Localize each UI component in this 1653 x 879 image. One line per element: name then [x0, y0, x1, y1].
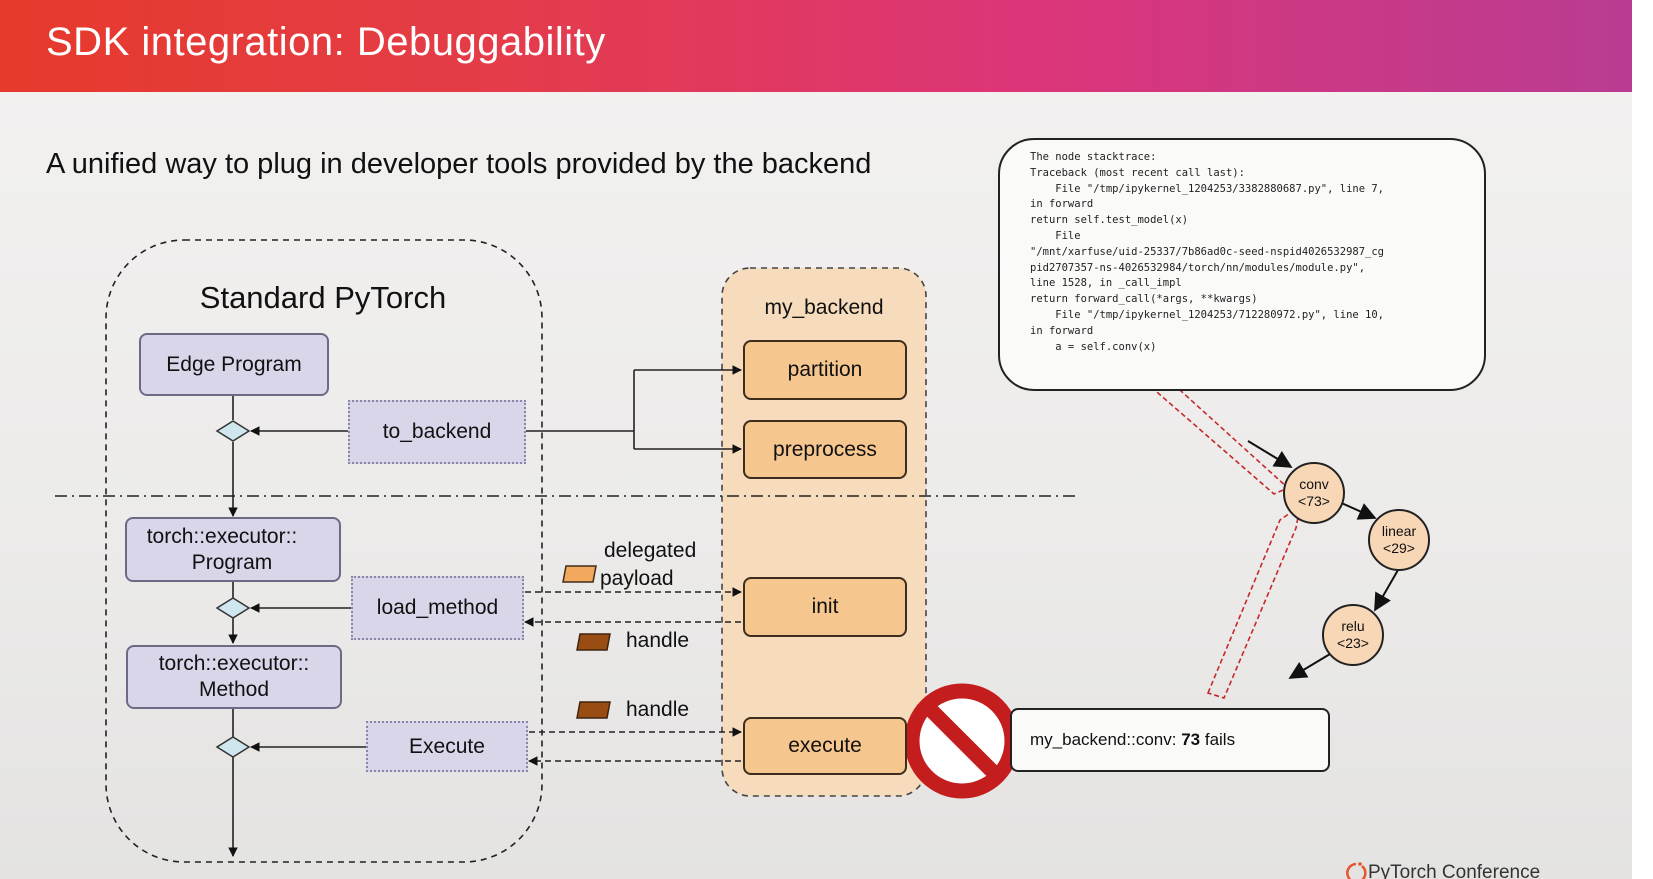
handle-icon [576, 633, 611, 651]
init-label: init [811, 595, 839, 618]
graph-node-linear: linear <29> [1368, 509, 1430, 571]
standard-pytorch-title: Standard PyTorch [199, 280, 447, 315]
graph-node-conv: conv <73> [1283, 462, 1345, 524]
stacktrace-line: return self.test_model(x) [1030, 214, 1189, 227]
stacktrace-line: a = self.conv(x) [1030, 340, 1157, 353]
to-backend-box: to_backend [348, 400, 526, 464]
payload-icon [562, 565, 597, 583]
executor-method-line1: torch::executor:: [158, 652, 310, 675]
edge-program-label: Edge Program [166, 352, 302, 376]
load-method-label: load_method [376, 596, 499, 619]
failure-prefix: my_backend::conv: [1030, 730, 1182, 749]
executor-program-box: torch::executor:: Program [125, 517, 341, 582]
stacktrace-line: Traceback (most recent call last): [1030, 166, 1245, 179]
to-backend-label: to_backend [382, 420, 492, 443]
payload-line2: payload [600, 567, 674, 590]
stacktrace-line: "/mnt/xarfuse/uid-25337/7b86ad0c-seed-ns… [1030, 245, 1385, 258]
slide-subtitle: A unified way to plug in developer tools… [46, 148, 872, 180]
execute-call-label: Execute [409, 734, 485, 758]
failure-message-box: my_backend::conv: 73 fails [1010, 708, 1330, 772]
preprocess-box: preprocess [743, 420, 907, 479]
executor-method-line2: Method [198, 678, 270, 701]
stop-icon [904, 683, 1020, 799]
preprocess-label: preprocess [773, 437, 877, 461]
my-backend-container [721, 267, 927, 797]
executor-method-box: torch::executor:: Method [126, 645, 342, 709]
executor-program-line2: Program [191, 550, 273, 574]
execute-label: execute [788, 734, 862, 757]
stacktrace-line: return forward_call(*args, **kwargs) [1030, 293, 1258, 306]
load-method-box: load_method [351, 576, 524, 640]
failure-suffix: fails [1200, 730, 1236, 749]
edge-conv-linear [1336, 500, 1377, 520]
trace-link-lower [1206, 504, 1302, 699]
node-id: <29> [1383, 540, 1415, 556]
node-name: relu [1341, 618, 1365, 634]
stacktrace-line: in forward [1030, 198, 1094, 211]
partition-box: partition [743, 340, 907, 400]
graph-node-relu: relu <23> [1322, 604, 1384, 666]
execute-call-box: Execute [366, 721, 528, 772]
stacktrace-line: File [1030, 229, 1081, 242]
execute-box: execute [743, 717, 907, 775]
edge-linear-relu [1374, 569, 1399, 612]
merge-diamond-1 [215, 420, 251, 442]
handle-label: handle [626, 698, 690, 721]
stacktrace-line: pid2707357-ns-4026532984/torch/nn/module… [1030, 261, 1366, 274]
handle-icon [576, 701, 611, 719]
merge-diamond-2 [215, 597, 251, 619]
handle-label: handle [626, 629, 690, 652]
node-id: <23> [1337, 635, 1369, 651]
delegated-payload-label: delegated payload [600, 537, 696, 593]
stacktrace-line: File "/tmp/ipykernel_1204253/3382880687.… [1030, 182, 1385, 195]
slide-title: SDK integration: Debuggability [46, 20, 606, 64]
my-backend-title: my_backend [764, 296, 884, 319]
payload-line1: delegated [604, 539, 697, 562]
stacktrace-line: in forward [1030, 324, 1094, 337]
init-box: init [743, 577, 907, 637]
header-bar: SDK integration: Debuggability [0, 0, 1632, 92]
stacktrace-line: line 1528, in _call_impl [1030, 277, 1182, 290]
edge-into-conv [1247, 440, 1293, 468]
edge-relu-out [1288, 653, 1331, 679]
right-edge-strip [1632, 0, 1653, 879]
node-name: conv [1299, 476, 1329, 492]
partition-label: partition [787, 358, 863, 381]
node-id: <73> [1298, 493, 1330, 509]
edge-program-box: Edge Program [139, 333, 329, 396]
pytorch-logo-icon [1346, 862, 1367, 879]
merge-diamond-3 [215, 736, 251, 758]
executor-program-line1: torch::executor:: [146, 524, 298, 548]
node-name: linear [1381, 523, 1417, 539]
footer-brand: PyTorch Conference [1368, 862, 1541, 879]
stacktrace-line: File "/tmp/ipykernel_1204253/712280972.p… [1030, 308, 1385, 321]
stacktrace-callout: The node stacktrace: Traceback (most rec… [998, 138, 1486, 391]
stacktrace-line: The node stacktrace: [1030, 151, 1157, 163]
failure-node-id: 73 [1181, 730, 1201, 749]
